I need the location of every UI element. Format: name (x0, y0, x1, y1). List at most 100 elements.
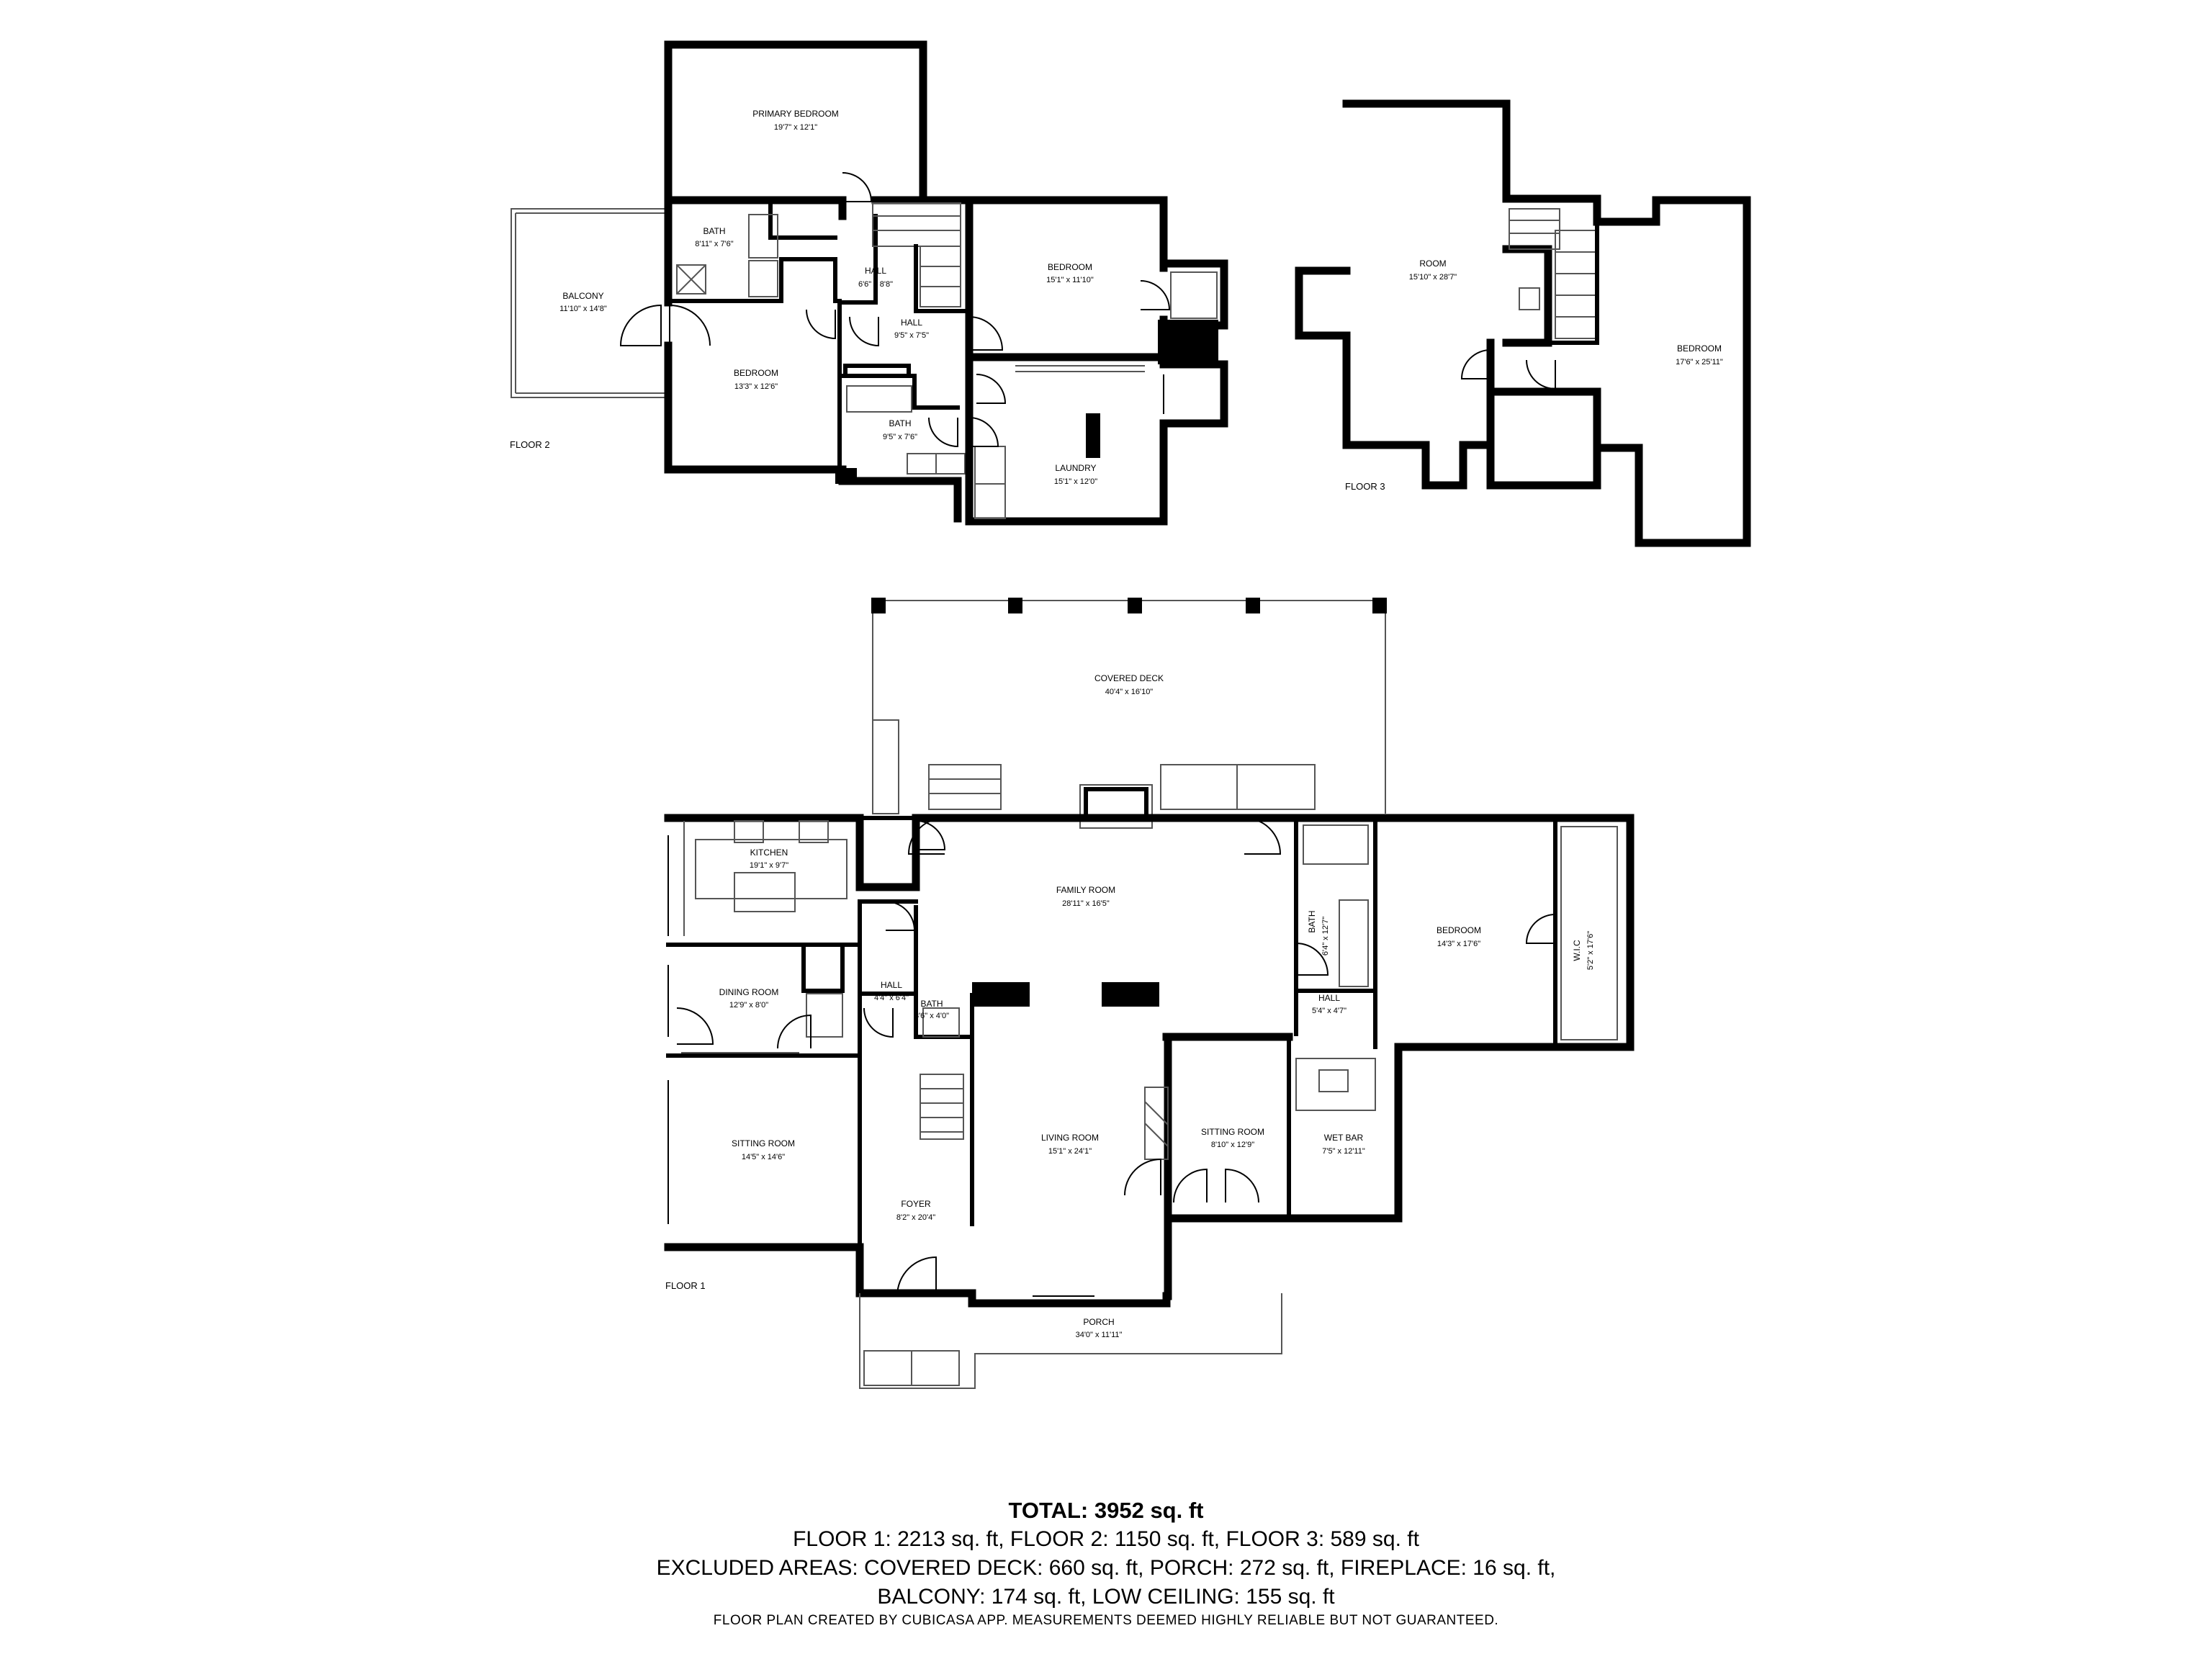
room-label-hall: HALL (881, 980, 902, 990)
room-label-wet-bar: WET BAR (1324, 1133, 1364, 1143)
kitchen-island (734, 872, 796, 912)
wall (664, 341, 847, 474)
fireplace-wall (1102, 982, 1159, 1007)
toilet (835, 468, 857, 484)
floor-2-label: FLOOR 2 (510, 439, 550, 450)
room-dim-bath: 9'5" x 7'6" (883, 433, 917, 441)
room-label-covered-deck: COVERED DECK (1094, 673, 1164, 683)
room-label-living-room: LIVING ROOM (1041, 1133, 1099, 1143)
wall (768, 198, 837, 240)
vanity (922, 1007, 960, 1038)
vanity (907, 453, 937, 475)
wall (965, 196, 1168, 272)
excluded-areas: EXCLUDED AREAS: COVERED DECK: 660 sq. ft… (656, 1556, 1556, 1580)
room-label-primary-bedroom: PRIMARY BEDROOM (752, 109, 839, 119)
room-label-hall: HALL (1318, 993, 1340, 1003)
room-dim-wet-bar: 7'5" x 12'11" (1322, 1147, 1365, 1156)
room-dim-bedroom: 13'3" x 12'6" (734, 382, 778, 391)
appliance (1086, 413, 1100, 458)
door-swing (928, 417, 958, 448)
vanity (935, 453, 966, 475)
wall (914, 244, 971, 313)
deck-rail (872, 719, 899, 814)
room-dim-wic: 5'2" x 17'6" (1586, 931, 1595, 970)
room-label-sitting-room: SITTING ROOM (1201, 1127, 1264, 1137)
room-dim-room: 15'10" x 28'7" (1409, 273, 1457, 282)
vanity (748, 260, 778, 297)
room-dim-bedroom: 15'1" x 11'10" (1046, 276, 1094, 284)
door-swing (669, 304, 711, 346)
room-label-sitting-room: SITTING ROOM (732, 1138, 795, 1148)
wall (1546, 199, 1599, 345)
floor-2-plan (511, 40, 1228, 526)
room-label-bedroom: BEDROOM (734, 368, 778, 378)
wall (664, 196, 847, 220)
room-label-porch: PORCH (1083, 1317, 1114, 1327)
wall (666, 257, 837, 303)
room-label-bath: BATH (1307, 910, 1317, 932)
room-label-wic: W.I.C (1572, 940, 1582, 961)
door-swing (1295, 943, 1329, 976)
post (1246, 598, 1260, 613)
room-label-bedroom: BEDROOM (1677, 343, 1722, 354)
shower-mark (676, 264, 706, 295)
door-swing (1244, 817, 1282, 855)
door-swing (1460, 349, 1491, 379)
room-labels: PRIMARY BEDROOM 19'7" x 12'1" BATH 8'11"… (510, 109, 1723, 1339)
door-swing (842, 172, 873, 202)
bathtub (1303, 824, 1369, 865)
closet (1170, 271, 1218, 319)
room-dim-bedroom: 17'6" x 25'11" (1676, 358, 1723, 367)
fireplace-wall (972, 982, 1030, 1007)
room-dim-bath: 8'11" x 7'6" (695, 240, 733, 248)
room-dim-foyer: 8'2" x 20'4" (896, 1213, 935, 1222)
washer (974, 446, 1006, 485)
door-swing (885, 901, 916, 931)
floor-1-label: FLOOR 1 (665, 1280, 706, 1291)
bathtub (846, 385, 912, 413)
door-swing (915, 820, 946, 850)
door-swing (806, 309, 836, 340)
door-swing (1225, 1168, 1259, 1203)
door-swing (907, 817, 945, 855)
door-swing (896, 1256, 937, 1297)
vanity (1339, 899, 1369, 987)
range (799, 820, 829, 843)
bar-counter (1295, 1058, 1376, 1111)
floor-1-outline (664, 814, 1635, 1308)
room-dim-dining-room: 12'9" x 8'0" (729, 1001, 768, 1010)
room-dim-bath: 6'4" x 12'7" (1321, 917, 1330, 956)
room-dim-hall: 9'5" x 7'5" (894, 331, 929, 340)
room-dim-sitting-room: 8'10" x 12'9" (1211, 1141, 1254, 1149)
post (871, 598, 886, 613)
room-label-room: ROOM (1419, 258, 1446, 269)
floor-areas: FLOOR 1: 2213 sq. ft, FLOOR 2: 1150 sq. … (793, 1527, 1419, 1551)
door-swing (676, 1007, 714, 1045)
wall (666, 899, 918, 947)
door-swing (976, 374, 1007, 404)
room-label-bedroom: BEDROOM (1437, 925, 1481, 935)
shower (676, 264, 706, 295)
post (1128, 598, 1142, 613)
room-dim-balcony: 11'10" x 14'8" (559, 305, 607, 313)
hatch (1144, 1101, 1169, 1125)
stairs (872, 202, 961, 247)
stairs (1555, 230, 1599, 339)
wall (664, 40, 927, 204)
stairs (1509, 208, 1560, 250)
room-dim-laundry: 15'1" x 12'0" (1054, 477, 1097, 486)
room-dim-family-room: 28'11" x 16'5" (1062, 899, 1110, 908)
sink (734, 820, 764, 843)
hatch (1144, 1123, 1169, 1147)
dryer (974, 483, 1006, 519)
wall (801, 943, 845, 993)
cabinet (806, 993, 843, 1038)
wall (965, 315, 1168, 361)
stairs (920, 1074, 964, 1140)
wall (838, 465, 962, 523)
wall (1159, 360, 1228, 428)
wall (1486, 387, 1601, 452)
room-dim-bath: 3'6" x 4'0" (914, 1012, 949, 1020)
room-label-laundry: LAUNDRY (1055, 463, 1096, 473)
door-swing (849, 316, 879, 347)
